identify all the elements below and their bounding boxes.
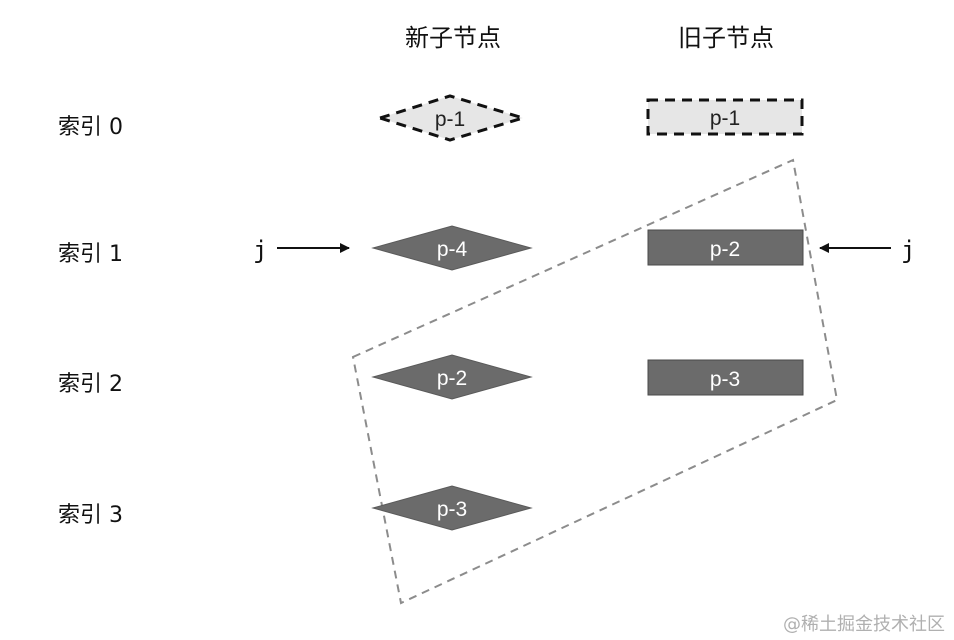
old-node-0: p-1 (646, 98, 804, 136)
pointer-label-old: j (901, 236, 915, 264)
old-node-2-shape (647, 359, 804, 396)
row-label-index-0: 索引 0 (58, 115, 123, 140)
old-node-0-label: p-1 (710, 107, 740, 130)
new-node-3-label: p-3 (437, 498, 467, 521)
new-node-3: p-3 (371, 485, 533, 531)
new-node-1-label: p-4 (437, 238, 468, 261)
old-node-1-label: p-2 (710, 238, 740, 261)
row-label-index-3: 索引 3 (58, 503, 123, 528)
header-old-children: 旧子节点 (678, 24, 774, 52)
new-node-1-shape (371, 225, 533, 271)
header-new-children: 新子节点 (405, 24, 501, 52)
old-node-1-shape (647, 229, 804, 266)
old-node-0-shape (646, 98, 804, 136)
new-node-2-label: p-2 (437, 367, 467, 390)
unprocessed-range-outline (351, 158, 839, 605)
new-node-0-shape (374, 94, 529, 142)
row-label-index-1: 索引 1 (58, 242, 123, 267)
watermark-text: @稀土掘金技术社区 (783, 614, 945, 635)
old-node-2-label: p-3 (710, 368, 740, 391)
old-node-2: p-3 (647, 359, 804, 396)
new-node-2: p-2 (371, 354, 533, 400)
pointer-label-new: j (253, 236, 267, 264)
new-node-2-shape (371, 354, 533, 400)
new-node-1: p-4 (371, 225, 533, 271)
new-node-3-shape (371, 485, 533, 531)
row-label-index-2: 索引 2 (58, 372, 123, 397)
new-node-0-label: p-1 (435, 108, 465, 131)
new-node-0: p-1 (374, 94, 529, 142)
old-node-1: p-2 (647, 229, 804, 266)
